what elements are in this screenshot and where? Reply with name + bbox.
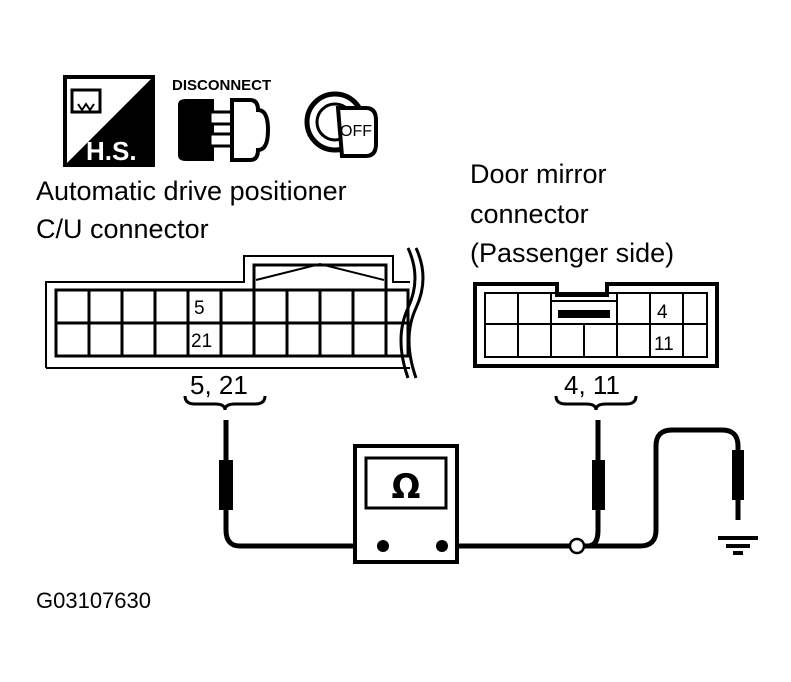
right-connector-title-line1: Door mirror: [470, 159, 607, 189]
right-connector: [473, 282, 719, 411]
left-connector: [45, 247, 425, 411]
left-pin-top: 5: [194, 298, 205, 319]
right-terminals-label: 4, 11: [564, 370, 620, 400]
wiring: [219, 420, 758, 555]
figure-id: G03107630: [36, 588, 151, 613]
right-connector-title-line2: connector: [470, 199, 589, 229]
left-terminals-label: 5, 21: [190, 370, 248, 400]
svg-text:OFF: OFF: [340, 123, 372, 140]
left-connector-title-line2: C/U connector: [36, 214, 209, 244]
right-pin-bottom: 11: [654, 334, 674, 355]
left-connector-title-line1: Automatic drive positioner: [36, 176, 347, 206]
left-pin-bottom: 21: [191, 331, 212, 352]
right-pin-top: 4: [657, 302, 668, 323]
ohm-symbol: Ω: [392, 467, 421, 507]
harness-label: H.S.: [86, 136, 137, 166]
ignition-off-icon: OFF: [304, 91, 378, 158]
disconnect-icon: DISCONNECT: [172, 77, 271, 162]
svg-text:DISCONNECT: DISCONNECT: [172, 77, 271, 94]
right-connector-title-line3: (Passenger side): [470, 238, 675, 268]
ohmmeter: Ω: [353, 444, 459, 564]
harness-icon: H.S.: [63, 75, 155, 167]
